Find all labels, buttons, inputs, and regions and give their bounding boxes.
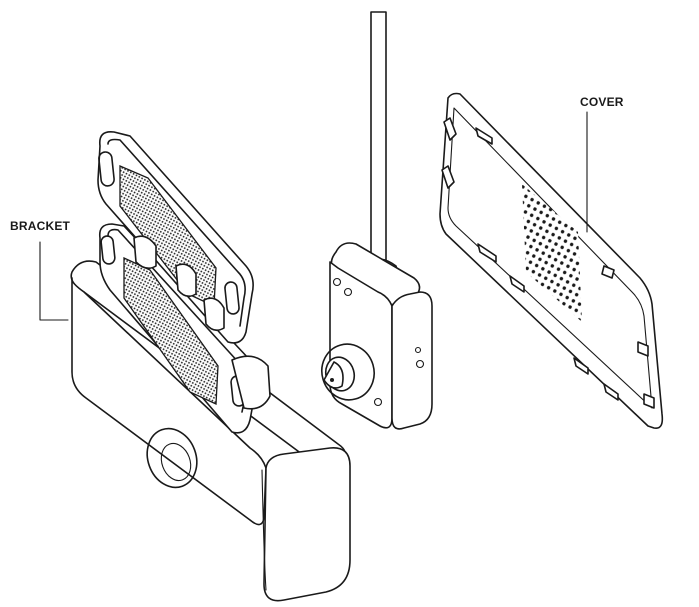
sensor-knob-ring (321, 343, 375, 401)
cover-callout: COVER (580, 95, 624, 233)
sensor-unit (321, 11, 433, 430)
lower-grip-pad (123, 256, 219, 405)
bracket-front-face (70, 277, 267, 526)
cable (370, 11, 387, 273)
sensor-knob (323, 361, 344, 389)
sensor-screw-hole (332, 277, 342, 287)
bracket-leader-line (39, 241, 69, 321)
cover-grille (522, 184, 582, 322)
upper-hinge-plate (97, 130, 254, 344)
bracket-end-face (263, 447, 351, 602)
upper-plate-slot (98, 151, 115, 187)
bracket-hole (146, 427, 198, 489)
lower-plate-slot (100, 235, 116, 265)
bracket-label: BRACKET (10, 219, 71, 233)
cover-plate (439, 92, 664, 430)
lower-hinge-plate (98, 223, 271, 434)
cover-label: COVER (580, 95, 624, 109)
bracket-callout: BRACKET (10, 219, 71, 321)
